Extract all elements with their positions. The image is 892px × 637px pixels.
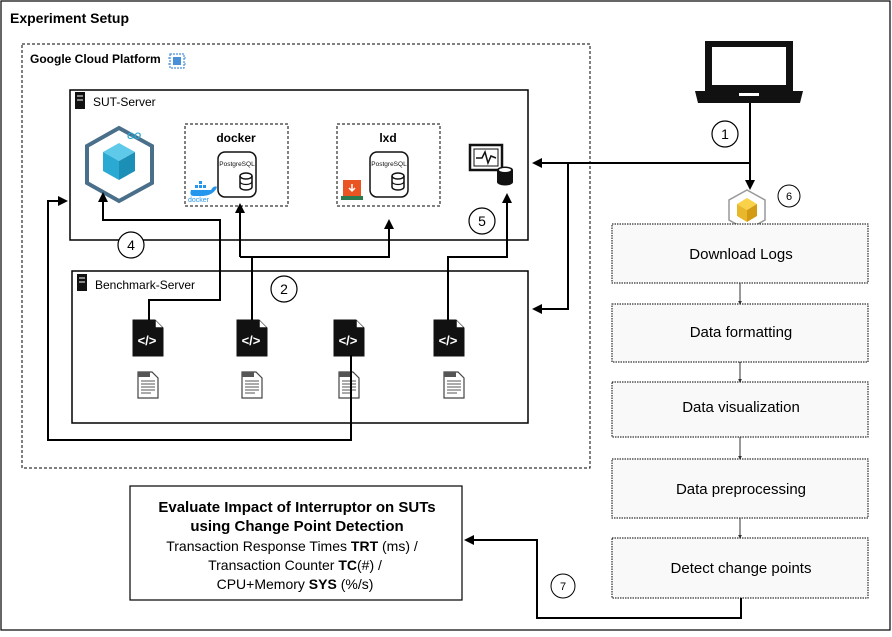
pipeline-step-label: Data formatting — [690, 324, 793, 341]
docker-logo-text: docker — [188, 197, 210, 204]
eval-title-line1: Evaluate Impact of Interruptor on SUTs — [158, 499, 435, 516]
diagram-title: Experiment Setup — [10, 10, 129, 26]
go-app-icon: GO — [85, 125, 154, 204]
lxd-postgres-icon: PostgreSQL — [369, 151, 409, 198]
svg-text:1: 1 — [721, 126, 729, 142]
step-badge: 1 — [711, 120, 739, 148]
pipeline-step: Data preprocessing — [611, 458, 869, 519]
svg-text:2: 2 — [280, 281, 288, 297]
sut-server-label: SUT-Server — [93, 95, 156, 109]
gcp-label: Google Cloud Platform — [30, 52, 161, 66]
log-file-icon — [241, 371, 263, 399]
lxd-label: lxd — [379, 131, 396, 145]
script-icon: </> — [333, 319, 365, 357]
eval-metric-sys: CPU+Memory SYS (%/s) — [217, 576, 374, 592]
code-symbol: </> — [242, 333, 261, 348]
pipeline-step: Data formatting — [611, 303, 869, 363]
pipeline-step: Data visualization — [611, 381, 869, 438]
step-badge: 6 — [777, 184, 801, 208]
docker-label: docker — [216, 131, 256, 145]
gcp-container — [21, 43, 591, 469]
eval-metric-tc: Transaction Counter TC(#) / — [208, 557, 382, 573]
script-icon: </> — [433, 319, 465, 357]
log-file-icon — [137, 371, 159, 399]
log-file-icon — [443, 371, 465, 399]
lxd-logo-icon — [341, 180, 363, 200]
step-badge: 4 — [117, 231, 145, 259]
docker-postgres-icon: PostgreSQL — [217, 151, 257, 198]
step-badge: 5 — [468, 207, 496, 235]
step-badge: 2 — [270, 275, 298, 303]
pipeline-step: Detect change points — [611, 537, 869, 599]
svg-text:5: 5 — [478, 213, 486, 229]
svg-text:4: 4 — [127, 237, 135, 253]
script-icon: </> — [236, 319, 268, 357]
pipeline-step-label: Data visualization — [682, 399, 800, 416]
step-badge: 7 — [550, 573, 576, 599]
eval-metric-trt: Transaction Response Times TRT (ms) / — [166, 538, 418, 554]
pipeline-step-label: Detect change points — [671, 560, 812, 577]
docker-logo-icon: docker — [188, 181, 217, 204]
docker-db-label: PostgreSQL — [219, 161, 255, 168]
server-icon — [75, 92, 85, 109]
pipeline-step-label: Data preprocessing — [676, 481, 806, 498]
lxd-box — [336, 123, 441, 207]
code-symbol: </> — [339, 333, 358, 348]
monitoring-icon — [468, 143, 513, 186]
code-symbol: </> — [439, 333, 458, 348]
laptop-icon — [695, 41, 803, 103]
go-label: GO — [127, 131, 141, 141]
lxd-db-label: PostgreSQL — [371, 161, 407, 168]
pipeline-step: Download Logs — [611, 223, 869, 284]
server-icon — [77, 274, 87, 291]
benchmark-server-label: Benchmark-Server — [95, 278, 195, 292]
eval-title-line2: using Change Point Detection — [190, 518, 403, 535]
svg-text:6: 6 — [786, 191, 792, 203]
code-symbol: </> — [138, 333, 157, 348]
pipeline-step-label: Download Logs — [689, 246, 792, 263]
chip-icon — [168, 53, 186, 69]
evaluation-box: Evaluate Impact of Interruptor on SUTs u… — [129, 485, 463, 601]
svg-text:7: 7 — [560, 581, 566, 593]
script-icon: </> — [132, 319, 164, 357]
log-file-icon — [338, 371, 360, 399]
connectors — [47, 103, 755, 619]
